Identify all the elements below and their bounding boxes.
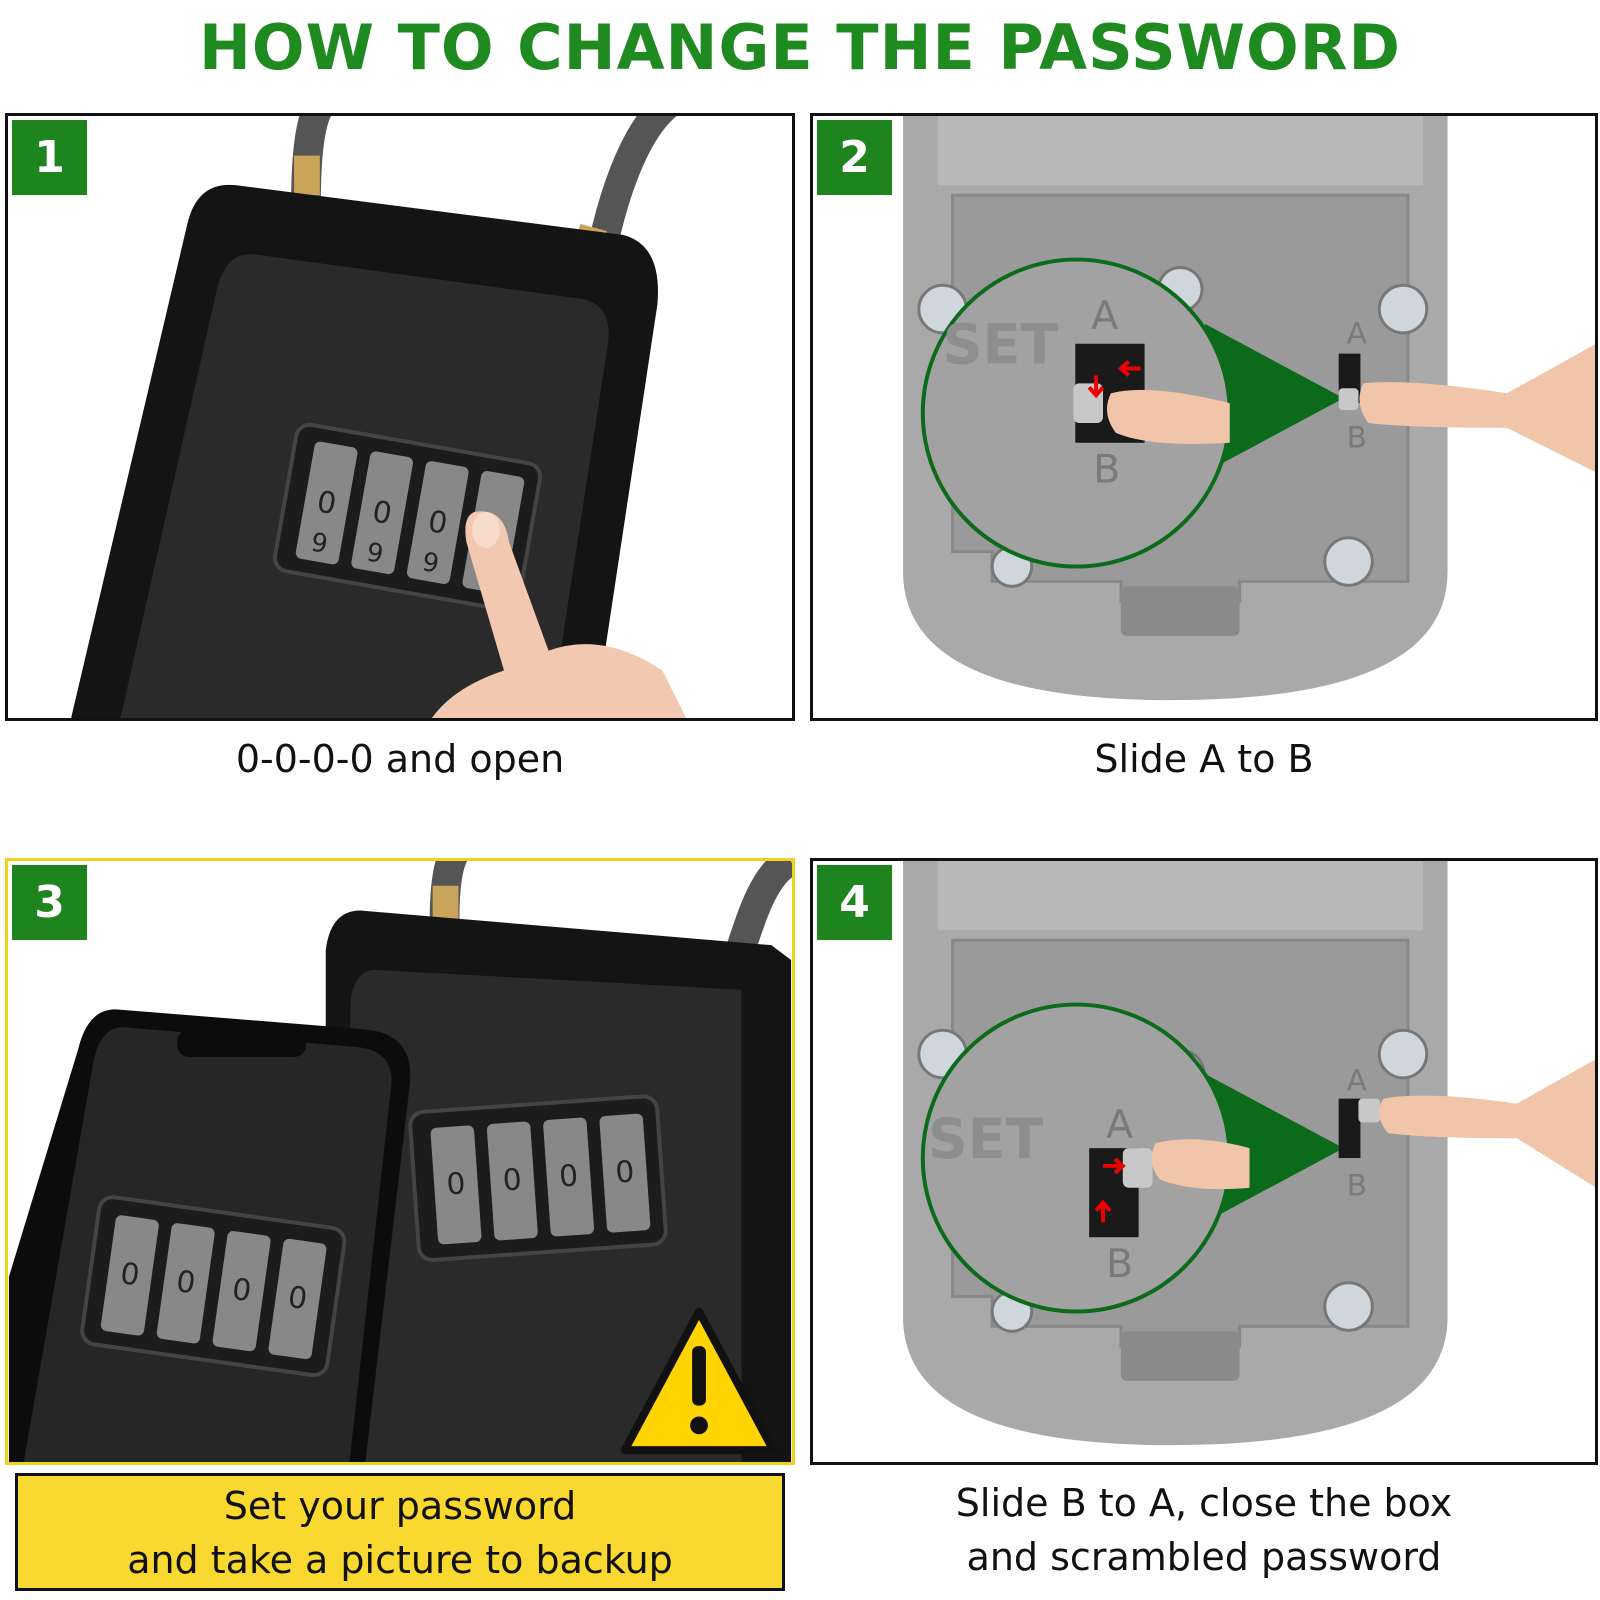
step-4-caption-line-2: and scrambled password xyxy=(966,1535,1442,1579)
svg-text:0: 0 xyxy=(445,1166,466,1202)
svg-text:A: A xyxy=(1347,317,1368,352)
step-4-caption-line-1: Slide B to A, close the box xyxy=(955,1481,1453,1525)
svg-text:0: 0 xyxy=(286,1280,310,1317)
step-3-caption: Set your password and take a picture to … xyxy=(15,1473,785,1591)
svg-text:0: 0 xyxy=(230,1272,254,1309)
svg-text:0: 0 xyxy=(558,1158,579,1194)
step-2-caption: Slide A to B xyxy=(1094,737,1314,781)
step-1-panel: 1 0 0 0 0 9 9 9 9 xyxy=(5,113,795,721)
svg-text:9: 9 xyxy=(364,537,385,569)
step-4-caption: Slide B to A, close the box and scramble… xyxy=(810,1476,1598,1584)
lockbox-open-slide-a-to-b-image: SET A B A B xyxy=(903,116,1595,701)
svg-text:A: A xyxy=(1106,1102,1133,1148)
step-1-caption: 0-0-0-0 and open xyxy=(235,737,565,781)
step-3-badge: 3 xyxy=(12,865,87,940)
step-4-badge: 4 xyxy=(817,865,892,940)
step-3-caption-line-2: and take a picture to backup xyxy=(127,1538,673,1582)
svg-text:0: 0 xyxy=(118,1256,142,1293)
svg-text:0: 0 xyxy=(174,1264,198,1301)
svg-text:B: B xyxy=(1347,421,1367,456)
svg-text:B: B xyxy=(1347,1169,1367,1204)
svg-text:SET: SET xyxy=(928,1108,1044,1172)
step-3-panel: 3 0 0 0 0 0 0 0 xyxy=(5,858,795,1465)
step-3-caption-line-1: Set your password xyxy=(223,1484,577,1528)
step-4-panel: 4 SET A B A B xyxy=(810,858,1598,1465)
svg-text:0: 0 xyxy=(614,1154,635,1190)
svg-text:9: 9 xyxy=(420,547,441,579)
svg-text:0: 0 xyxy=(502,1162,523,1198)
lockbox-open-slide-b-to-a-image: SET A B A B xyxy=(903,861,1595,1446)
lockbox-and-phone-photo-image: 0 0 0 0 0 0 0 0 xyxy=(8,861,792,1462)
step-1-badge: 1 xyxy=(12,120,87,195)
page-title: HOW TO CHANGE THE PASSWORD xyxy=(199,11,1401,84)
step-2-badge: 2 xyxy=(817,120,892,195)
svg-text:B: B xyxy=(1106,1241,1133,1287)
svg-text:B: B xyxy=(1093,446,1120,492)
svg-text:A: A xyxy=(1091,293,1118,339)
lockbox-closed-image: 0 0 0 0 9 9 9 9 xyxy=(71,116,687,718)
svg-text:A: A xyxy=(1347,1064,1368,1099)
svg-text:SET: SET xyxy=(943,314,1059,378)
step-2-panel: 2 SET A B A B xyxy=(810,113,1598,721)
warning-icon xyxy=(620,1307,778,1455)
svg-text:9: 9 xyxy=(309,528,330,560)
